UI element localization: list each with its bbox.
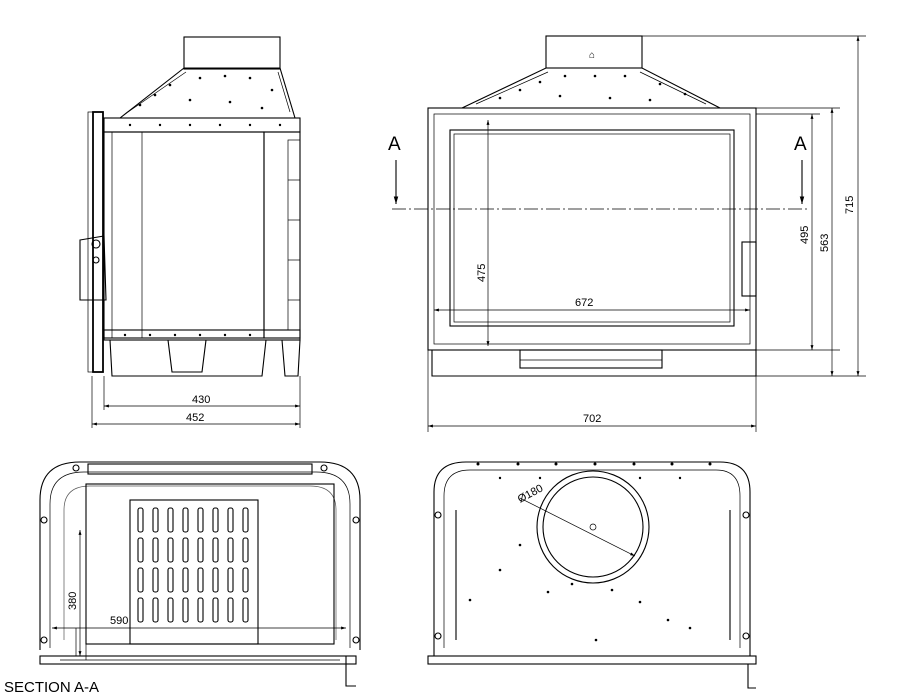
dim-495: 495 <box>799 226 811 244</box>
top-studs <box>476 462 712 480</box>
grate-slots <box>137 507 249 623</box>
dim-563: 563 <box>819 234 831 252</box>
section-mark-left: A <box>388 134 401 155</box>
dim-452: 452 <box>186 412 204 424</box>
rail-holes <box>123 123 282 337</box>
surface-marks <box>468 543 692 642</box>
front-view: ⌂ A A <box>388 35 866 432</box>
dim-380: 380 <box>67 592 79 610</box>
dim-590: 590 <box>110 615 128 627</box>
dim-702: 702 <box>583 413 601 425</box>
hood-holes <box>138 74 274 110</box>
dim-672: 672 <box>575 297 593 309</box>
dim-diameter-180: Ø180 <box>516 482 545 505</box>
dim-475: 475 <box>476 264 488 282</box>
rear-view: 380 590 <box>39 461 361 687</box>
section-mark-right: A <box>794 134 807 155</box>
dim-430: 430 <box>192 394 210 406</box>
top-view: Ø180 <box>427 461 757 689</box>
side-view: 430 452 <box>79 36 301 428</box>
front-hood-holes <box>498 74 687 102</box>
dim-715: 715 <box>844 196 856 214</box>
flue-mark: ⌂ <box>589 50 595 61</box>
section-caption: SECTION A-A <box>4 679 100 696</box>
